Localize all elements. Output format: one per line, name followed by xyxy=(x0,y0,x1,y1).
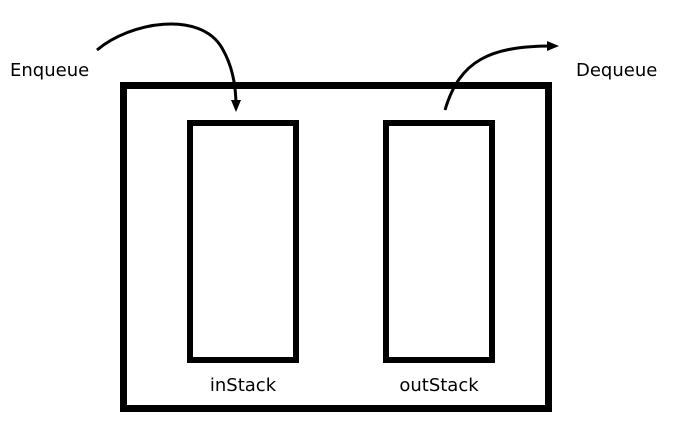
dequeue-label: Dequeue xyxy=(576,60,657,81)
out-stack-label: outStack xyxy=(399,375,479,396)
enqueue-arrow xyxy=(96,22,241,112)
queue-container xyxy=(120,82,552,412)
in-stack-box xyxy=(187,120,299,363)
in-stack-label: inStack xyxy=(210,375,277,396)
dequeue-arrow xyxy=(443,41,559,111)
out-stack-box xyxy=(383,120,495,363)
enqueue-label: Enqueue xyxy=(10,60,89,81)
